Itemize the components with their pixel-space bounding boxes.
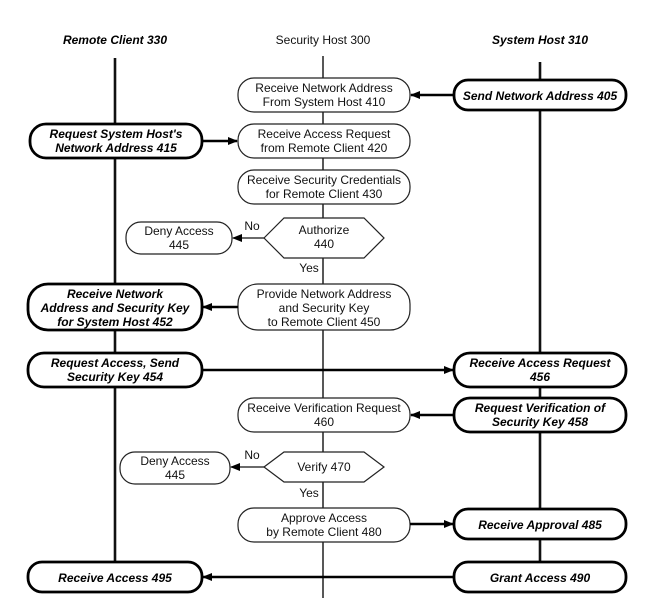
- svg-text:Network Address 415: Network Address 415: [55, 141, 177, 155]
- svg-text:from Remote Client 420: from Remote Client 420: [261, 141, 388, 155]
- lane-title-security-host: Security Host 300: [276, 33, 371, 47]
- svg-text:445: 445: [169, 238, 189, 252]
- svg-text:456: 456: [529, 370, 550, 384]
- svg-text:Grant Access 490: Grant Access 490: [490, 571, 591, 585]
- svg-text:Receive Access Request: Receive Access Request: [258, 127, 391, 141]
- svg-text:Request Verification of: Request Verification of: [475, 401, 606, 415]
- step-458: Request Verification of Security Key 458: [454, 398, 626, 432]
- svg-text:for System Host 452: for System Host 452: [57, 315, 173, 329]
- svg-text:Request Access, Send: Request Access, Send: [51, 356, 180, 370]
- step-445-deny-b: Deny Access 445: [120, 452, 230, 484]
- svg-text:to Remote Client 450: to Remote Client 450: [268, 315, 381, 329]
- step-420: Receive Access Request from Remote Clien…: [238, 124, 410, 158]
- svg-text:Approve Access: Approve Access: [281, 511, 367, 525]
- svg-text:Request System Host's: Request System Host's: [50, 127, 183, 141]
- step-405: Send Network Address 405: [454, 80, 626, 110]
- svg-text:From System Host 410: From System Host 410: [263, 95, 386, 109]
- step-485: Receive Approval 485: [454, 509, 626, 539]
- svg-text:440: 440: [314, 237, 334, 251]
- svg-text:Deny Access: Deny Access: [144, 224, 213, 238]
- step-440-decision: Authorize 440: [264, 218, 384, 258]
- svg-text:Security Key 458: Security Key 458: [492, 415, 588, 429]
- step-470-decision: Verify 470: [264, 452, 384, 482]
- svg-text:445: 445: [165, 468, 185, 482]
- svg-text:Receive Access Request: Receive Access Request: [470, 356, 612, 370]
- step-454: Request Access, Send Security Key 454: [28, 353, 202, 387]
- svg-text:Receive Network: Receive Network: [67, 287, 164, 301]
- branch-no-440: No: [244, 219, 260, 233]
- step-410: Receive Network Address From System Host…: [238, 78, 410, 112]
- svg-text:Security Key 454: Security Key 454: [67, 370, 163, 384]
- svg-text:Provide Network Address: Provide Network Address: [257, 287, 392, 301]
- branch-no-470: No: [244, 448, 260, 462]
- svg-text:Address and Security Key: Address and Security Key: [40, 301, 191, 315]
- svg-text:Deny Access: Deny Access: [140, 454, 209, 468]
- svg-text:Receive Verification Request: Receive Verification Request: [247, 401, 401, 415]
- step-495: Receive Access 495: [28, 562, 202, 592]
- step-456: Receive Access Request 456: [454, 353, 626, 387]
- svg-text:Verify 470: Verify 470: [297, 460, 351, 474]
- svg-text:Send Network Address 405: Send Network Address 405: [463, 89, 618, 103]
- step-490: Grant Access 490: [454, 562, 626, 592]
- lane-title-system-host: System Host 310: [492, 33, 588, 47]
- svg-text:460: 460: [314, 415, 334, 429]
- lane-title-remote-client: Remote Client 330: [63, 33, 167, 47]
- svg-text:and Security Key: and Security Key: [279, 301, 370, 315]
- step-415: Request System Host's Network Address 41…: [30, 124, 202, 158]
- step-430: Receive Security Credentials for Remote …: [238, 170, 410, 204]
- svg-text:Receive Access 495: Receive Access 495: [58, 571, 172, 585]
- svg-text:Receive Security Credentials: Receive Security Credentials: [247, 173, 401, 187]
- svg-text:Receive Network Address: Receive Network Address: [255, 81, 392, 95]
- step-450: Provide Network Address and Security Key…: [238, 284, 410, 330]
- svg-text:by Remote Client 480: by Remote Client 480: [266, 525, 382, 539]
- step-452: Receive Network Address and Security Key…: [28, 284, 202, 330]
- step-460: Receive Verification Request 460: [238, 398, 410, 432]
- svg-text:Authorize: Authorize: [299, 223, 350, 237]
- branch-yes-440: Yes: [299, 261, 319, 275]
- svg-text:for Remote Client 430: for Remote Client 430: [266, 187, 383, 201]
- step-480: Approve Access by Remote Client 480: [238, 508, 410, 542]
- svg-text:Receive Approval 485: Receive Approval 485: [478, 518, 602, 532]
- branch-yes-470: Yes: [299, 486, 319, 500]
- step-445-deny-a: Deny Access 445: [126, 222, 232, 254]
